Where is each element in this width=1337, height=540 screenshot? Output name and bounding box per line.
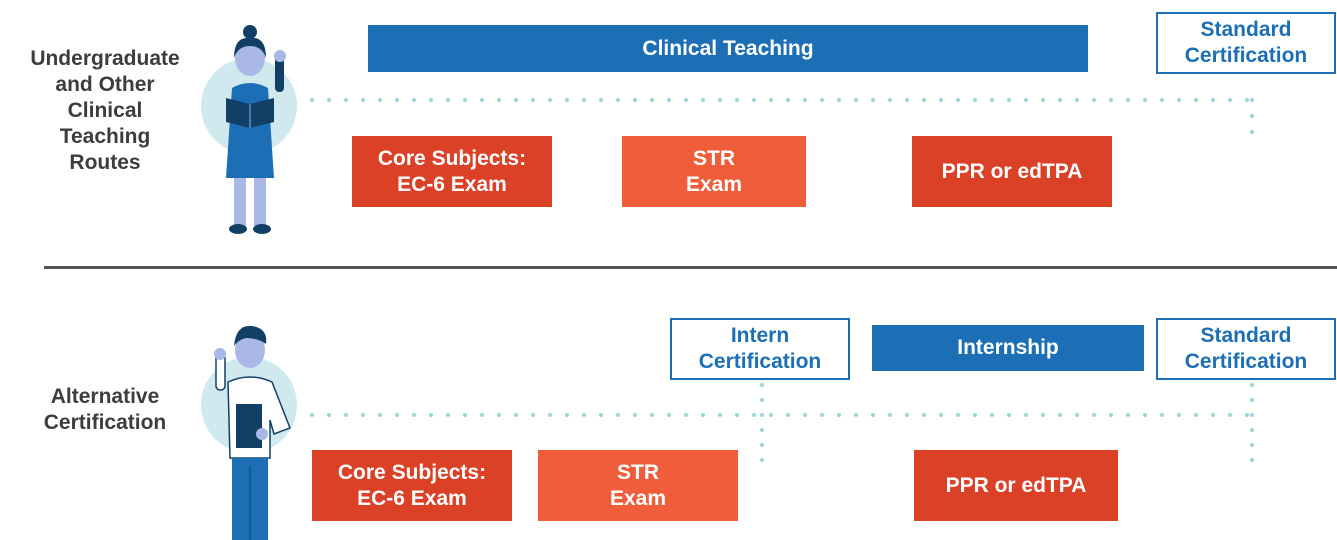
man-teacher-icon	[201, 325, 297, 540]
bottom-core-subjects-exam: Core Subjects: EC-6 Exam	[312, 450, 512, 521]
top-ppr-edtpa: PPR or edTPA	[912, 136, 1112, 207]
clinical-teaching-bar: Clinical Teaching	[368, 25, 1088, 72]
top-core-subjects-exam: Core Subjects: EC-6 Exam	[352, 136, 552, 207]
bottom-route-label: Alternative Certification	[43, 385, 167, 434]
bottom-standard-certification-box: Standard Certification	[1156, 318, 1336, 380]
bottom-ppr-edtpa: PPR or edTPA	[914, 450, 1118, 521]
woman-teacher-icon	[201, 25, 297, 234]
section-divider	[44, 266, 1337, 269]
top-str-exam: STR Exam	[622, 136, 806, 207]
intern-certification-box: Intern Certification	[670, 318, 850, 380]
bottom-str-exam: STR Exam	[538, 450, 738, 521]
top-standard-certification-box: Standard Certification	[1156, 12, 1336, 74]
top-route-label: Undergraduate and Other Clinical Teachin…	[30, 47, 180, 174]
internship-bar: Internship	[872, 325, 1144, 371]
